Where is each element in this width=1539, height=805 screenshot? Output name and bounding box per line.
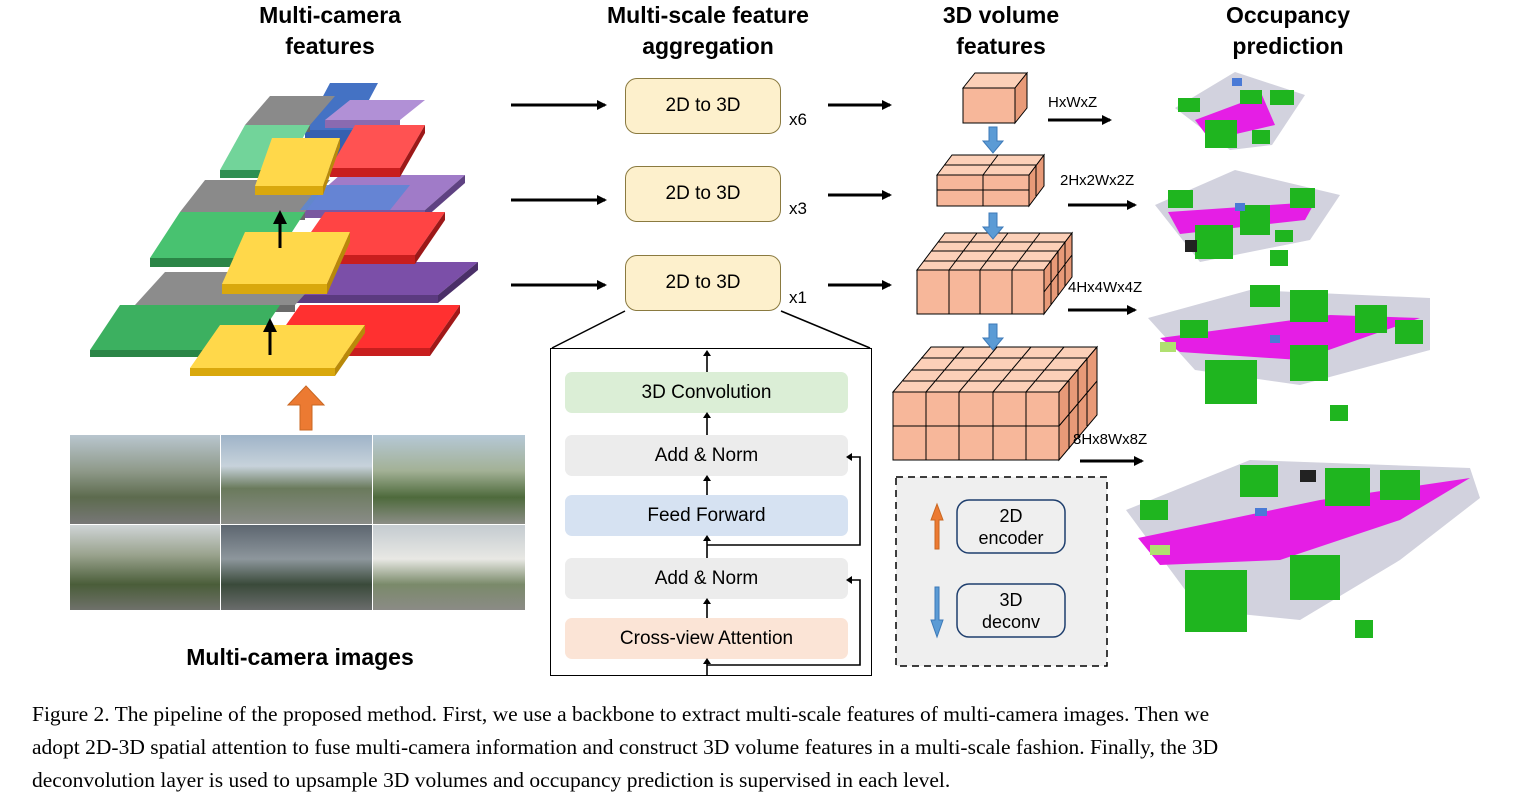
legend-line: encoder <box>978 527 1044 548</box>
volume-4hx4wx4z <box>915 231 1074 316</box>
transformer-detail-frame <box>550 348 872 676</box>
arrows-to-volumes <box>828 100 892 290</box>
header-line: aggregation <box>642 33 774 59</box>
repeat-label: x1 <box>789 288 807 307</box>
pyramid-up-arrows <box>263 210 287 355</box>
occupancy-prediction-3 <box>1148 285 1430 421</box>
figure-caption: Figure 2. The pipeline of the proposed m… <box>32 698 1522 797</box>
header-line: Multi-camera <box>259 2 401 28</box>
occupancy-prediction-1 <box>1175 72 1305 150</box>
resolution-label: 8Hx8Wx8Z <box>1073 431 1148 448</box>
header-line: Occupancy <box>1226 2 1350 28</box>
header-line: Multi-scale feature <box>607 2 809 28</box>
aggregation-block-2d-to-3d: 2D to 3D <box>625 255 781 311</box>
legend-line: deconv <box>981 611 1041 632</box>
camera-image-back-right <box>373 525 525 610</box>
repeat-label: x6 <box>789 110 807 129</box>
detail-flow-arrowheads <box>703 350 852 664</box>
arrows-to-aggregation <box>511 100 607 290</box>
camera-image-grid <box>70 435 525 610</box>
detail-connectors <box>551 310 871 349</box>
feature-pyramid <box>90 83 478 431</box>
repeat-label: x3 <box>789 199 807 218</box>
camera-image-back-left <box>70 525 220 610</box>
caption-line: Figure 2. The pipeline of the proposed m… <box>32 702 1210 726</box>
layer-feed-forward: Feed Forward <box>565 495 848 536</box>
occupancy-prediction-4 <box>1126 460 1480 638</box>
resolution-label: 2Hx2Wx2Z <box>1060 172 1135 189</box>
layer-add-norm: Add & Norm <box>565 435 848 476</box>
resolution-label: 4Hx4Wx4Z <box>1068 279 1143 296</box>
header-line: features <box>285 33 375 59</box>
deconv-down-arrows <box>981 126 1005 351</box>
backbone-up-arrow <box>286 385 326 431</box>
header-line: prediction <box>1232 33 1344 59</box>
legend-box <box>895 476 1108 667</box>
multi-camera-images-label: Multi-camera images <box>186 644 414 670</box>
volume-2hx2wx2z <box>936 153 1045 208</box>
detail-flow-arrows <box>706 356 861 676</box>
camera-image-front-left <box>70 435 220 524</box>
pyramid-level-top <box>220 83 425 195</box>
layer-3d-convolution: 3D Convolution <box>565 372 848 413</box>
legend-encoder-label: 2D encoder <box>957 500 1065 553</box>
volume-8hx8wx8z <box>891 345 1099 462</box>
volume-hxwxz <box>961 71 1029 125</box>
header-multi-scale-aggregation: Multi-scale feature aggregation <box>578 0 838 62</box>
pyramid-level-middle <box>150 175 465 294</box>
legend-deconv-label: 3D deconv <box>957 584 1065 637</box>
caption-line: deconvolution layer is used to upsample … <box>32 768 951 792</box>
header-occupancy-prediction: Occupancy prediction <box>1158 0 1418 62</box>
camera-image-front-right <box>373 435 525 524</box>
legend-line: 2D <box>999 505 1023 526</box>
occupancy-prediction-2 <box>1155 170 1340 266</box>
header-volume-features: 3D volume features <box>871 0 1131 62</box>
layer-cross-view-attention: Cross-view Attention <box>565 618 848 659</box>
arrows-to-occupancy <box>1048 115 1144 466</box>
resolution-label: HxWxZ <box>1048 94 1098 111</box>
aggregation-block-2d-to-3d: 2D to 3D <box>625 166 781 222</box>
header-line: 3D volume <box>942 2 1060 28</box>
caption-line: adopt 2D-3D spatial attention to fuse mu… <box>32 735 1219 759</box>
legend-line: 3D <box>999 589 1023 610</box>
camera-image-front <box>221 435 372 524</box>
camera-image-back <box>221 525 372 610</box>
aggregation-block-2d-to-3d: 2D to 3D <box>625 78 781 134</box>
header-multi-camera-features: Multi-camera features <box>200 0 460 62</box>
header-line: features <box>956 33 1046 59</box>
layer-add-norm: Add & Norm <box>565 558 848 599</box>
